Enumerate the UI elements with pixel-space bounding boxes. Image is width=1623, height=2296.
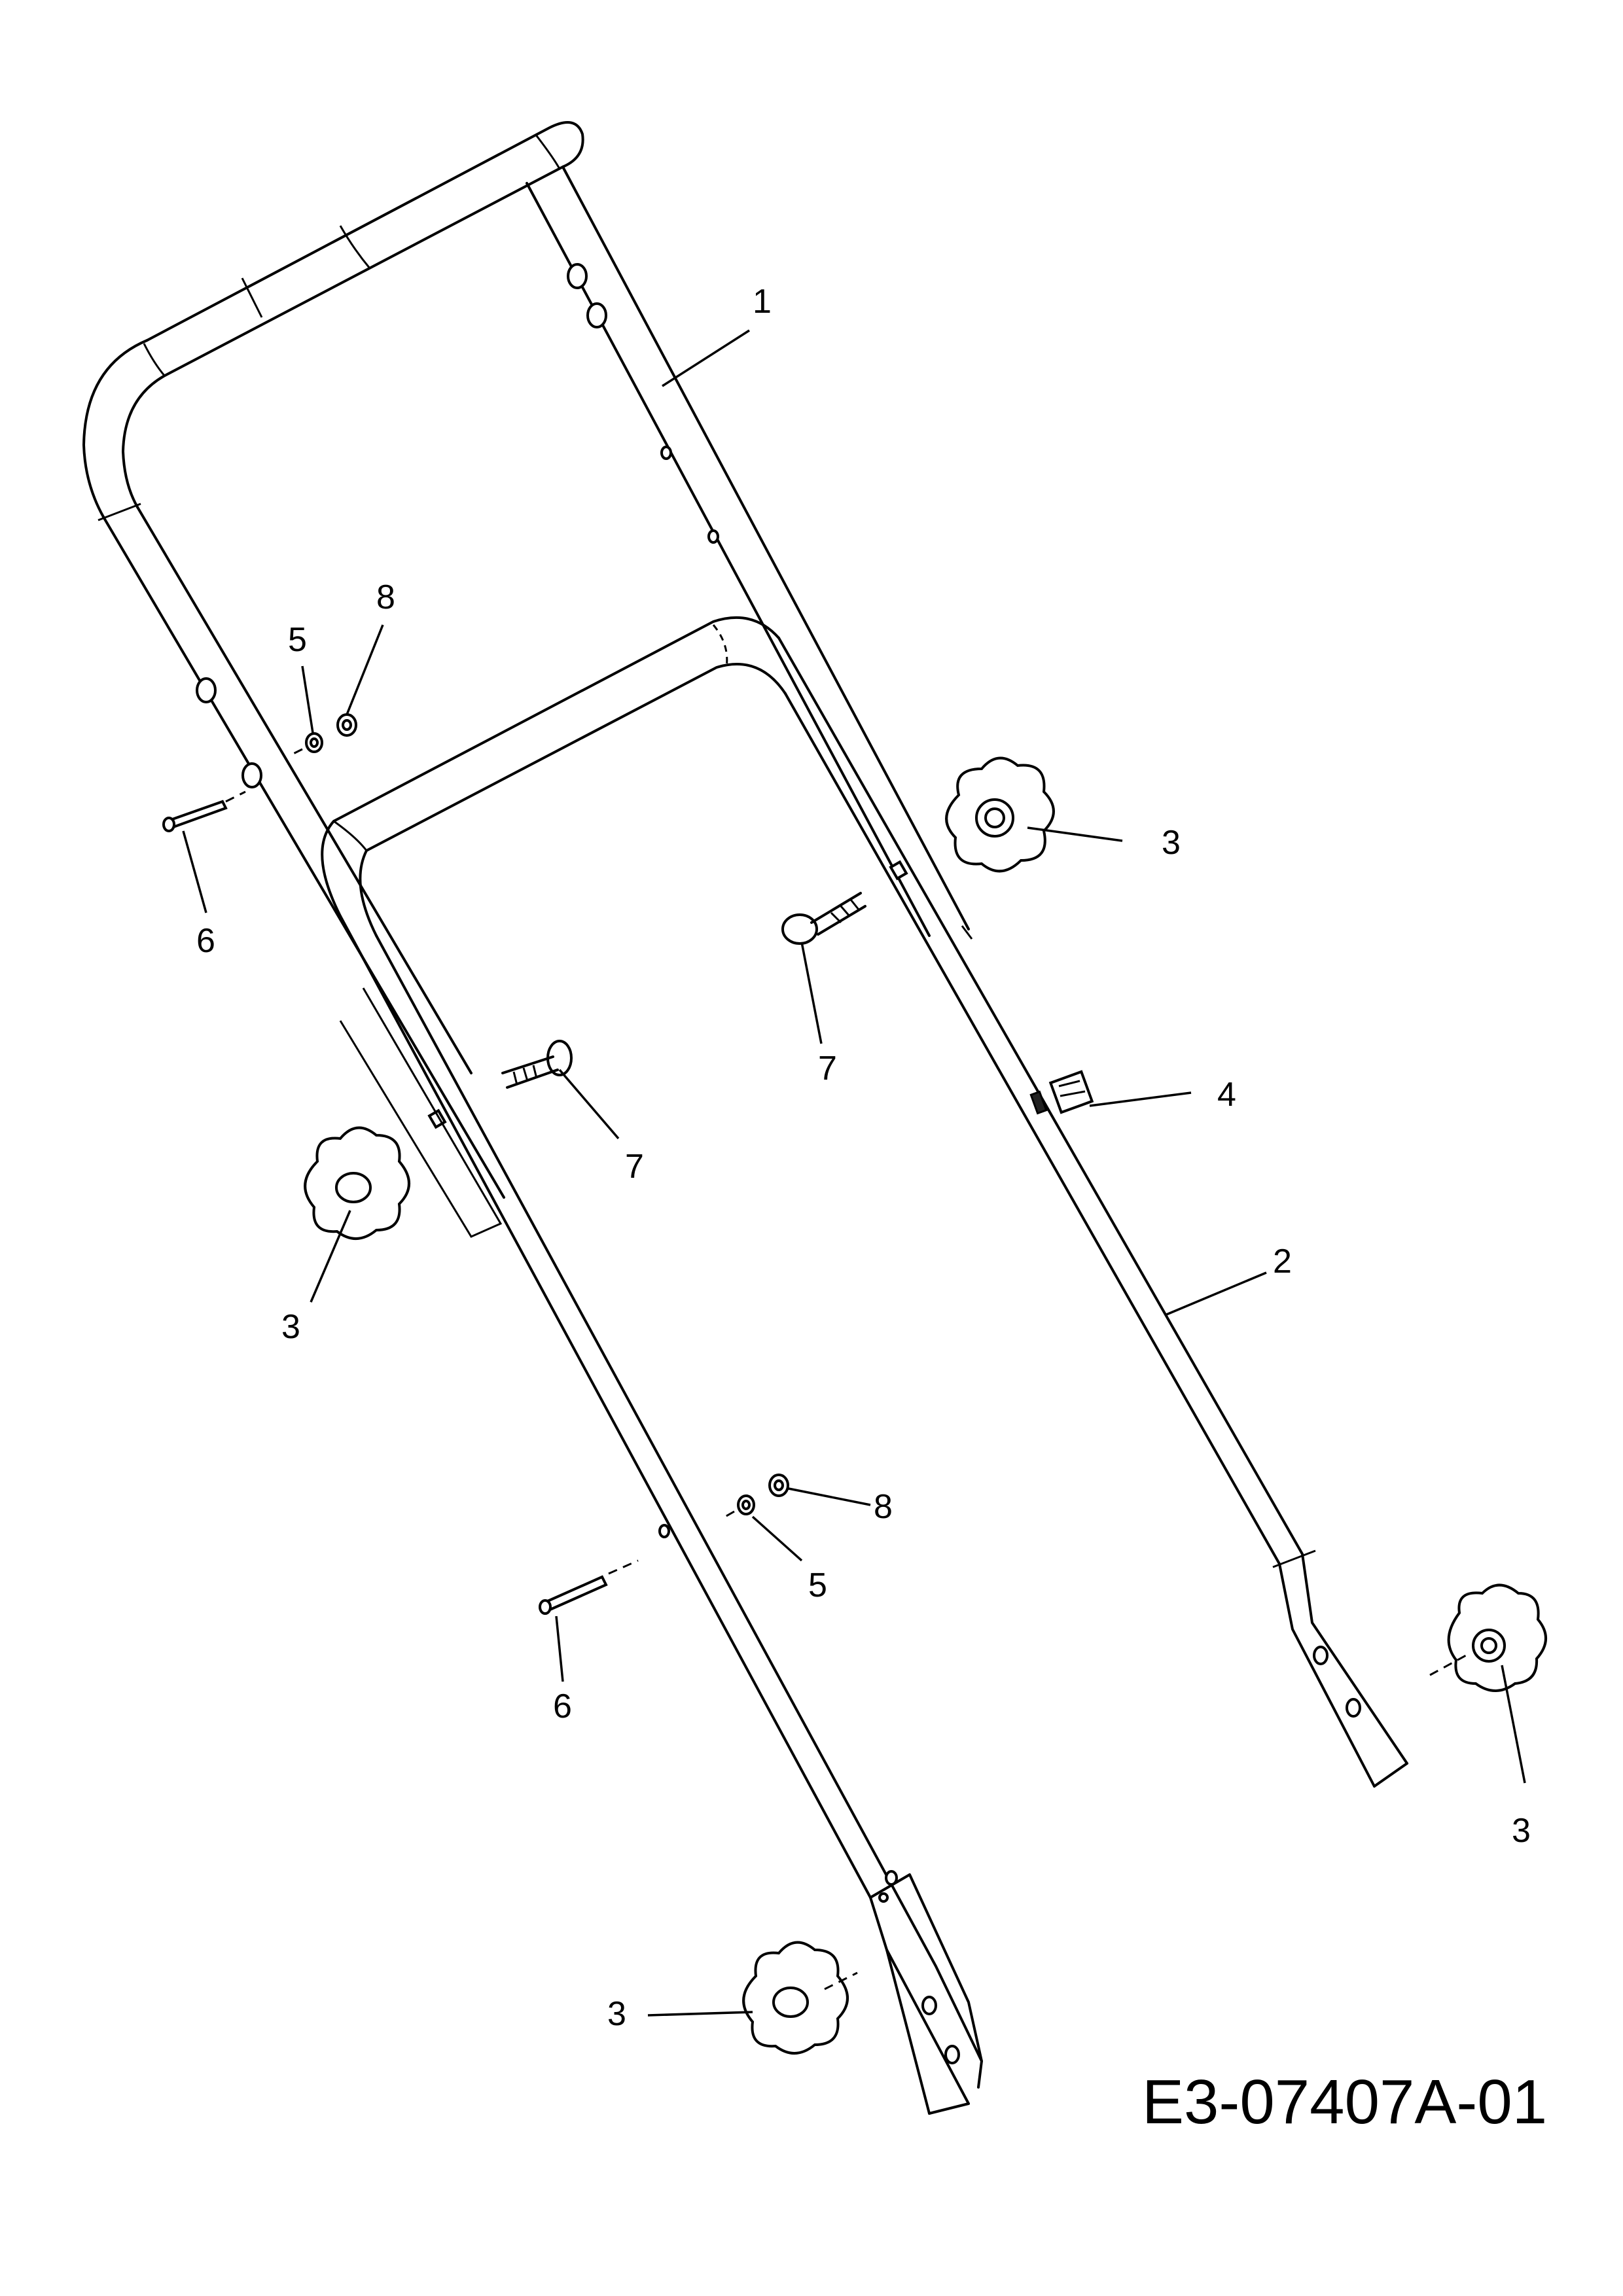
callout-4: 4 bbox=[1217, 1076, 1236, 1114]
callout-3-upper-right: 3 bbox=[1162, 824, 1181, 862]
star-knob-bottom bbox=[742, 1941, 849, 2055]
callout-8-lower: 8 bbox=[874, 1488, 893, 1526]
callout-1: 1 bbox=[753, 283, 772, 321]
knob-axis-lower-right bbox=[1429, 1654, 1467, 1676]
callout-7-lower: 7 bbox=[625, 1148, 644, 1186]
washer-nut-lower bbox=[724, 1474, 789, 1518]
carriage-bolt-lower bbox=[501, 1040, 573, 1089]
drawing-id: E3-07407A-01 bbox=[1142, 2067, 1547, 2137]
callout-3-lower-right: 3 bbox=[1512, 1812, 1531, 1850]
star-knob-lower-right bbox=[1447, 1583, 1547, 1692]
callout-3-bottom: 3 bbox=[607, 1995, 626, 2033]
callout-8-upper: 8 bbox=[376, 578, 395, 616]
leader-lines bbox=[182, 329, 1526, 2017]
washer-nut-upper bbox=[293, 713, 357, 755]
lower-handle bbox=[321, 616, 1408, 2115]
star-knob-middle-left bbox=[304, 1126, 410, 1240]
callout-2: 2 bbox=[1273, 1243, 1292, 1280]
upper-handle bbox=[82, 121, 973, 1199]
knob-axis-bottom bbox=[824, 1971, 858, 1990]
callout-5-lower: 5 bbox=[808, 1566, 827, 1604]
pin-lower bbox=[539, 1559, 639, 1615]
pin-upper bbox=[162, 790, 246, 832]
star-knob-upper-right bbox=[945, 756, 1055, 873]
cable-clip bbox=[1029, 1070, 1094, 1115]
callout-6-upper: 6 bbox=[196, 922, 215, 960]
callout-7-upper: 7 bbox=[818, 1050, 837, 1087]
callout-3-middle-left: 3 bbox=[281, 1308, 300, 1346]
callout-5-upper: 5 bbox=[288, 621, 307, 659]
callout-6-lower: 6 bbox=[553, 1687, 572, 1725]
carriage-bolt-upper bbox=[781, 892, 866, 945]
